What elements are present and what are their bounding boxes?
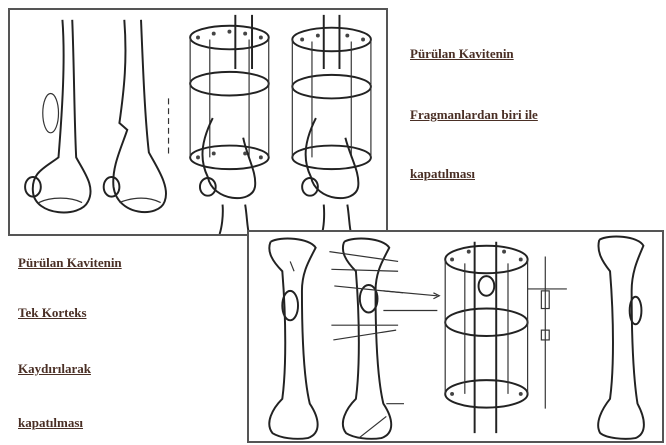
top-illustration-panel <box>8 8 388 236</box>
bottom-caption-line-1: Pürülan Kavitenin <box>18 255 122 271</box>
top-caption-line-2: Fragmanlardan biri ile <box>410 107 538 123</box>
bottom-stage-2-bone <box>329 239 439 439</box>
top-caption-line-1: Pürülan Kavitenin <box>410 46 514 62</box>
stage-1-bone <box>25 20 90 213</box>
bottom-stage-1-bone <box>269 239 317 439</box>
top-caption-line-3: kapatılması <box>410 166 475 182</box>
stage-2-bone <box>104 20 169 212</box>
bottom-stage-3-fixator <box>445 242 567 433</box>
bottom-illustration-panel <box>247 230 664 443</box>
stage-4-fixator <box>292 15 371 234</box>
bone-fragment-illustration <box>10 10 386 234</box>
bottom-caption-line-3: Kaydırılarak <box>18 361 91 377</box>
bottom-caption-line-4: kapatılması <box>18 415 83 431</box>
stage-3-fixator <box>190 15 269 234</box>
bottom-caption-line-2: Tek Korteks <box>18 305 87 321</box>
bottom-stage-4-bone <box>598 237 644 439</box>
cortex-sliding-illustration <box>249 232 662 441</box>
